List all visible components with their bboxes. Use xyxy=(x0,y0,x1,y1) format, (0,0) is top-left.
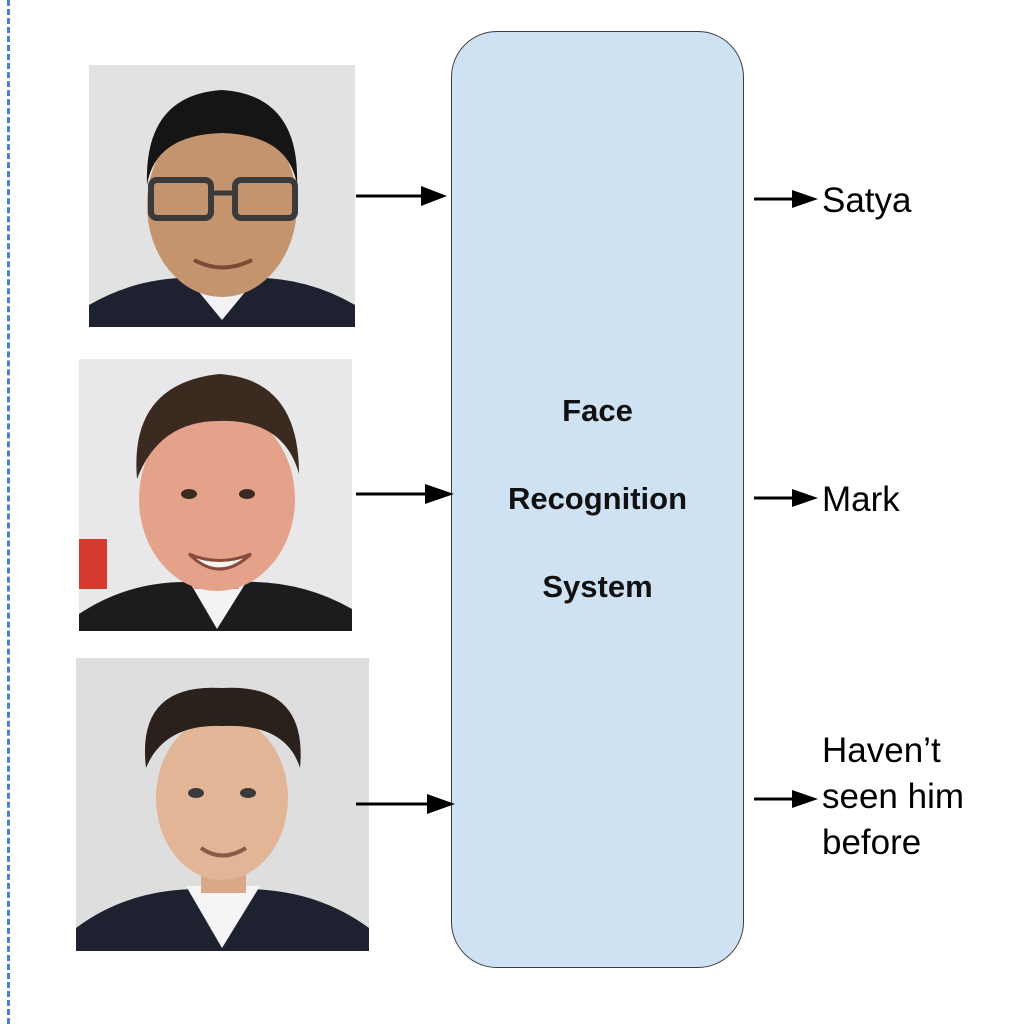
output-arrow-1 xyxy=(754,190,818,208)
output-label-3: Haven’t seen him before xyxy=(822,728,964,866)
dashed-divider xyxy=(7,0,10,1024)
face-photo-2 xyxy=(79,359,352,631)
output-line: Haven’t xyxy=(822,731,941,770)
face-photo-icon xyxy=(79,359,352,631)
output-line: before xyxy=(822,823,922,862)
face-photo-1 xyxy=(89,65,355,327)
input-arrow-1 xyxy=(356,186,447,206)
output-line: seen him xyxy=(822,777,965,816)
input-arrow-2 xyxy=(356,484,454,504)
face-recognition-system-box xyxy=(451,31,744,968)
input-arrow-3 xyxy=(356,794,455,814)
output-label-1: Satya xyxy=(822,178,912,224)
system-label-line: Recognition xyxy=(507,481,688,516)
output-line: Mark xyxy=(822,480,900,519)
face-photo-icon xyxy=(89,65,355,327)
output-arrow-3 xyxy=(754,790,818,808)
output-line: Satya xyxy=(822,181,912,220)
system-label-line: Face xyxy=(562,393,633,428)
output-arrow-2 xyxy=(754,489,818,507)
output-label-2: Mark xyxy=(822,477,900,523)
face-photo-3 xyxy=(76,658,369,951)
system-label-line: System xyxy=(542,569,653,604)
face-photo-icon xyxy=(76,658,369,951)
